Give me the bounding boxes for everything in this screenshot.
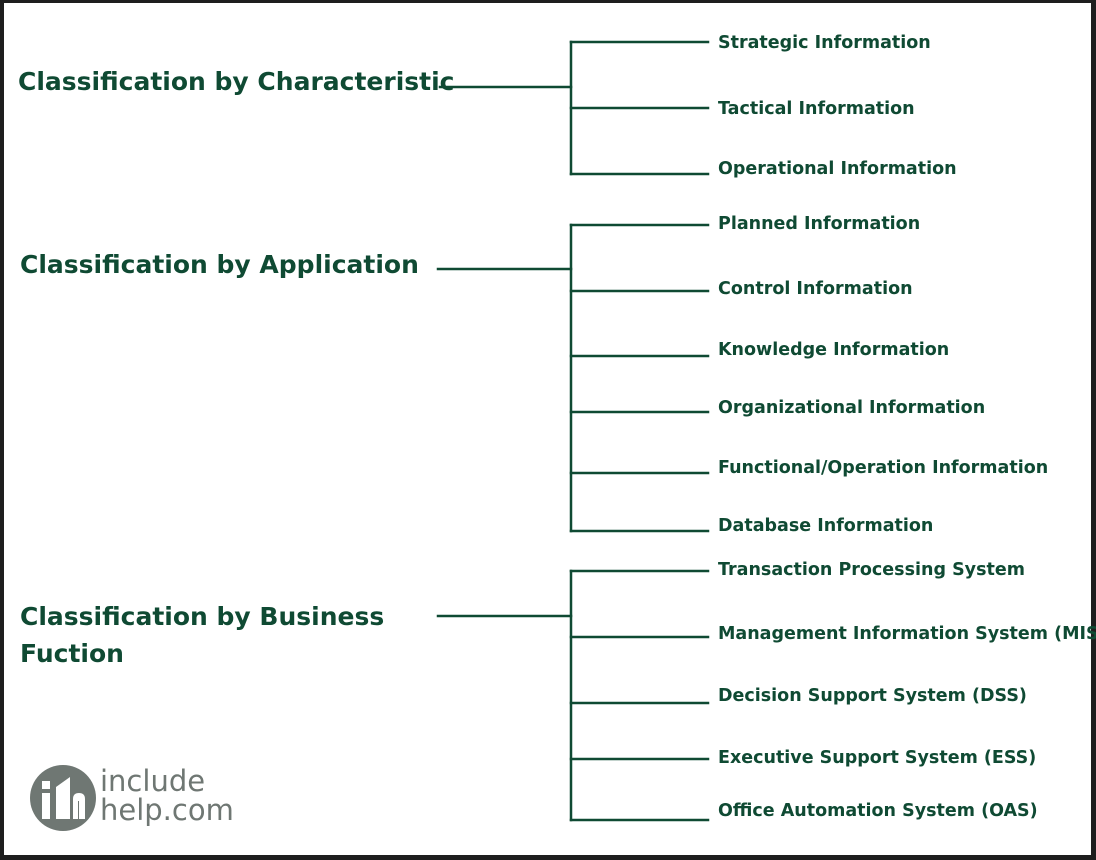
leaf-item: Operational Information bbox=[718, 159, 957, 179]
leaf-item: Office Automation System (OAS) bbox=[718, 801, 1038, 821]
leaf-item: Knowledge Information bbox=[718, 340, 950, 360]
connector-lines bbox=[436, 40, 710, 822]
leaf-item: Executive Support System (ESS) bbox=[718, 748, 1037, 768]
classification-diagram: include help.com Classification by Chara… bbox=[4, 3, 1096, 855]
logo-text-line1: include bbox=[100, 764, 206, 798]
leaf-item: Tactical Information bbox=[718, 99, 915, 119]
leaf-item: Control Information bbox=[718, 279, 913, 299]
logo-mark-icon bbox=[30, 765, 96, 831]
group-title: Fuction bbox=[20, 639, 124, 668]
leaf-item: Planned Information bbox=[718, 214, 921, 234]
leaf-item: Transaction Processing System bbox=[718, 560, 1025, 580]
logo-text-line2: help.com bbox=[100, 793, 234, 827]
leaf-item: Database Information bbox=[718, 516, 934, 536]
leaf-item: Management Information System (MIS) bbox=[718, 624, 1096, 644]
leaf-item: Functional/Operation Information bbox=[718, 458, 1049, 478]
leaf-item: Organizational Information bbox=[718, 398, 986, 418]
leaf-item: Strategic Information bbox=[718, 33, 931, 53]
group-title: Classification by Characteristic bbox=[18, 67, 455, 96]
group-title: Classification by Business bbox=[20, 602, 385, 631]
leaf-item: Decision Support System (DSS) bbox=[718, 686, 1027, 706]
group-title: Classification by Application bbox=[20, 250, 419, 279]
